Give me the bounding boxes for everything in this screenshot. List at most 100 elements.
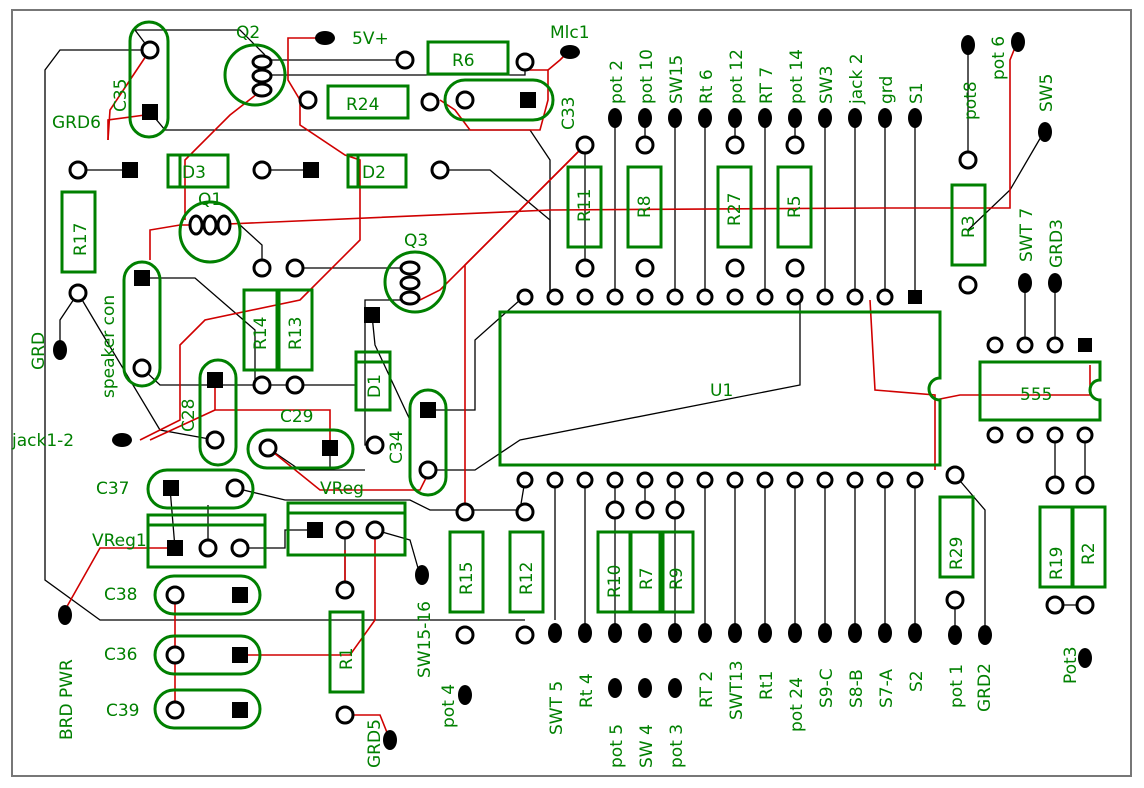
r17-outline — [60, 190, 97, 274]
d3-outline — [166, 153, 230, 189]
black-tracks — [44, 29, 1086, 635]
silkscreen — [60, 20, 1107, 730]
d1-outline — [354, 350, 392, 412]
label-d2: D2 — [362, 163, 386, 183]
c38-outline — [153, 574, 262, 616]
label-q2: Q2 — [236, 23, 260, 43]
vreg1-outline — [146, 513, 267, 569]
label-pot1: pot 1 — [947, 664, 967, 708]
label-sw1516: SW15-16 — [415, 601, 435, 678]
label-c33: C33 — [559, 96, 579, 130]
speaker-con-outline — [122, 260, 162, 388]
label-r8: R8 — [635, 195, 655, 218]
pads — [53, 31, 1095, 750]
header-label: jack 2 — [847, 53, 867, 105]
label-r13: R13 — [286, 317, 306, 350]
footer-label: pot 3 — [667, 724, 687, 768]
c33-outline — [443, 78, 555, 122]
c39-outline — [153, 688, 262, 730]
header-label: pot 10 — [637, 49, 657, 104]
header-label: RT 7 — [757, 67, 777, 104]
r11-outline — [566, 165, 603, 249]
label-grd: GRD — [29, 332, 49, 370]
footer-label: Rt1 — [757, 671, 777, 700]
label-c34: C34 — [387, 430, 407, 464]
label-c39: C39 — [106, 701, 140, 721]
header-label: grd — [877, 76, 897, 104]
label-r17: R17 — [71, 223, 91, 256]
c34-outline — [408, 388, 448, 497]
footer-label: pot 5 — [607, 724, 627, 768]
label-r11: R11 — [575, 189, 595, 222]
label-pot8: pot8 — [961, 81, 981, 120]
label-sw5: SW5 — [1037, 74, 1057, 112]
q1-outline — [178, 200, 242, 264]
label-u1: U1 — [710, 381, 733, 401]
footer-label: S8-B — [847, 669, 867, 708]
label-r10: R10 — [605, 565, 625, 598]
label-jack12: jack1-2 — [11, 431, 74, 451]
q2-outline — [223, 43, 287, 107]
label-r7: R7 — [637, 567, 657, 590]
label-mic1: Mlc1 — [550, 23, 590, 43]
r2-outline — [1070, 505, 1107, 589]
footer-label: SW 4 — [637, 724, 657, 768]
label-pot3: Pot3 — [1061, 646, 1081, 684]
label-5v: 5V+ — [352, 29, 389, 49]
r3-outline — [950, 183, 987, 267]
footer-label: SWT 5 — [547, 681, 567, 735]
label-grd5: GRD5 — [365, 719, 385, 768]
label-r2: R2 — [1079, 542, 1099, 565]
label-555: 555 — [1020, 385, 1052, 405]
label-c35: C35 — [111, 78, 131, 112]
r7-outline — [628, 530, 665, 614]
r1-outline — [328, 610, 365, 694]
label-grd2: GRD2 — [975, 663, 995, 712]
d2-outline — [346, 153, 408, 189]
c29-outline — [246, 428, 355, 470]
label-c38: C38 — [104, 585, 138, 605]
label-vreg1: VReg1 — [92, 531, 147, 551]
label-r19: R19 — [1047, 547, 1067, 580]
label-c36: C36 — [104, 645, 138, 665]
r9-outline — [658, 530, 695, 614]
label-pot4: pot 4 — [439, 684, 459, 728]
footer-label: RT 2 — [697, 671, 717, 708]
label-swt7: SWT 7 — [1017, 208, 1037, 262]
c35-outline — [128, 20, 170, 139]
labels: Q2 5V+ Mlc1 R6 R24 GRD6 D3 D2 Q1 Q3 C29 … — [11, 23, 1099, 768]
r14-outline — [242, 288, 279, 372]
r27-outline — [716, 165, 753, 249]
header-label: pot 12 — [727, 49, 747, 104]
r13-outline — [277, 288, 314, 372]
label-r27: R27 — [725, 193, 745, 226]
label-r24: R24 — [346, 95, 379, 115]
footer-label: Rt 4 — [577, 673, 597, 708]
ic555-outline — [978, 360, 1102, 422]
label-pot6: pot 6 — [989, 36, 1009, 80]
r8-outline — [626, 165, 663, 249]
label-d1: D1 — [365, 374, 385, 398]
c37-outline — [146, 468, 255, 510]
header-label: pot 2 — [607, 60, 627, 104]
label-speaker: speaker con — [99, 295, 119, 398]
footer-label: S7-A — [877, 669, 897, 708]
label-r5: R5 — [785, 195, 805, 218]
r29-outline — [938, 495, 975, 579]
label-grd6: GRD6 — [52, 113, 101, 133]
label-grd3: GRD3 — [1047, 219, 1067, 268]
label-q1: Q1 — [198, 190, 222, 210]
footer-label: SWT13 — [727, 660, 747, 720]
label-vreg: VReg — [320, 479, 364, 499]
label-r1: R1 — [337, 647, 357, 670]
label-r12: R12 — [517, 562, 537, 595]
r6-outline — [426, 40, 510, 76]
c36-outline — [153, 634, 262, 676]
label-c37: C37 — [96, 479, 130, 499]
label-r14: R14 — [251, 317, 271, 350]
label-q3: Q3 — [404, 231, 428, 251]
label-d3: D3 — [182, 163, 206, 183]
header-label: SW3 — [817, 66, 837, 104]
header-label: S1 — [907, 82, 927, 104]
